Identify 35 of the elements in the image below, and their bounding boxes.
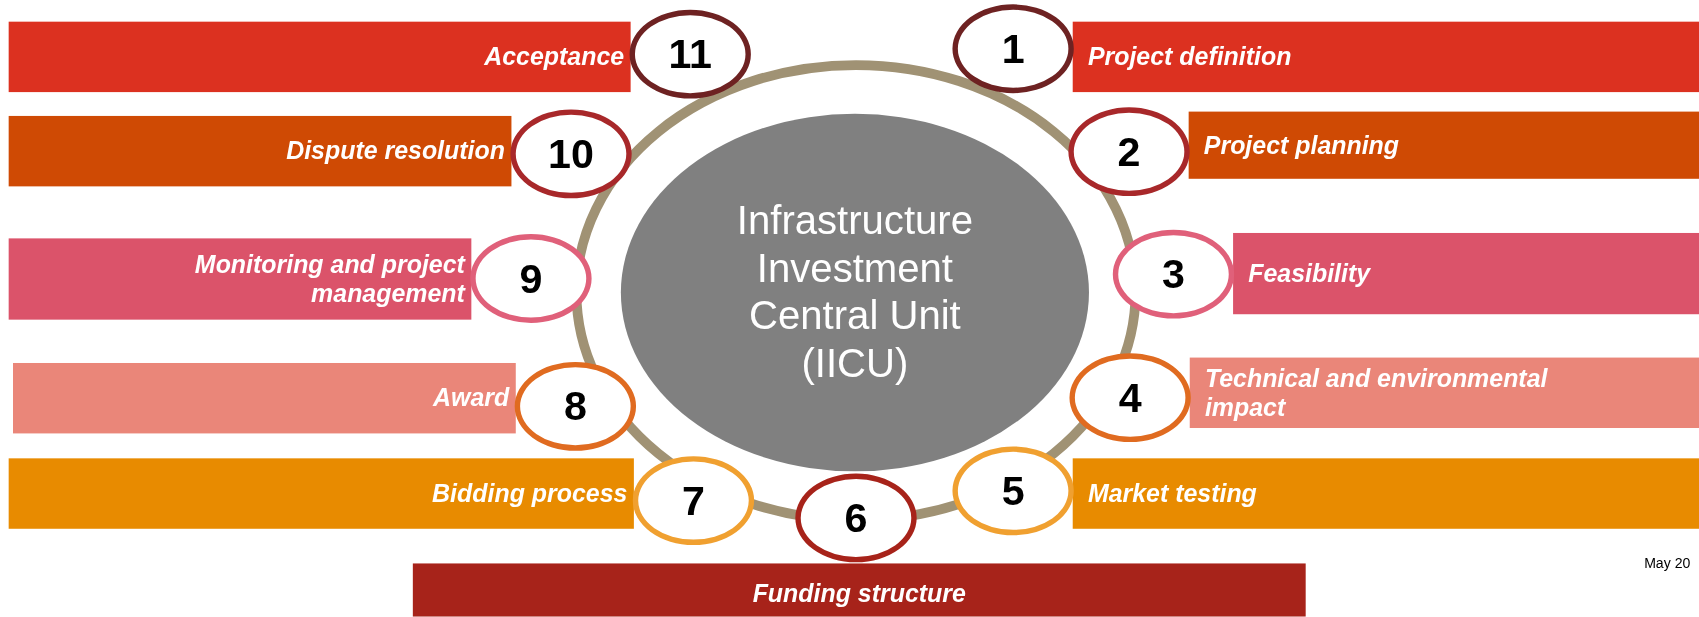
stage-band — [1072, 21, 1699, 93]
stage-band — [8, 238, 472, 320]
stage-label: Project planning — [1203, 130, 1400, 160]
stage-band — [8, 458, 634, 529]
step-number: 2 — [1117, 128, 1141, 175]
stage-band — [412, 563, 1306, 617]
step-number: 7 — [682, 477, 705, 524]
stage-label: Bidding process — [432, 478, 628, 509]
stage-band — [8, 115, 512, 187]
stage-band — [13, 363, 516, 434]
footer-date: May 20 — [1644, 554, 1691, 572]
stage-band — [1189, 357, 1699, 428]
step-number: 8 — [563, 383, 587, 430]
stage-label: Award — [433, 383, 510, 413]
step-number: 3 — [1162, 250, 1185, 298]
stage-band — [1072, 458, 1699, 529]
stage-band — [8, 21, 631, 93]
step-number: 10 — [548, 130, 594, 178]
step-number: 6 — [844, 494, 868, 542]
stage-label: Funding structure — [752, 579, 966, 609]
stage-label: Project definition — [1087, 42, 1292, 72]
stage-label: Monitoring and project management — [193, 249, 465, 309]
stage-label: Market testing — [1087, 478, 1257, 509]
step-number: 9 — [519, 255, 543, 302]
stage-label: Feasibility — [1248, 258, 1371, 289]
step-number: 1 — [1001, 25, 1025, 73]
center-title: Infrastructure Investment Central Unit (IICU) — [735, 197, 974, 388]
stage-label: Acceptance — [484, 42, 625, 72]
step-number: 5 — [1001, 467, 1025, 515]
step-number: 4 — [1118, 374, 1142, 421]
stage-label: Dispute resolution — [286, 136, 505, 166]
stage-label: Technical and environmental impact — [1204, 363, 1549, 423]
stage-band — [1233, 232, 1699, 315]
step-number: 11 — [668, 30, 712, 78]
stage-band — [1188, 111, 1699, 179]
